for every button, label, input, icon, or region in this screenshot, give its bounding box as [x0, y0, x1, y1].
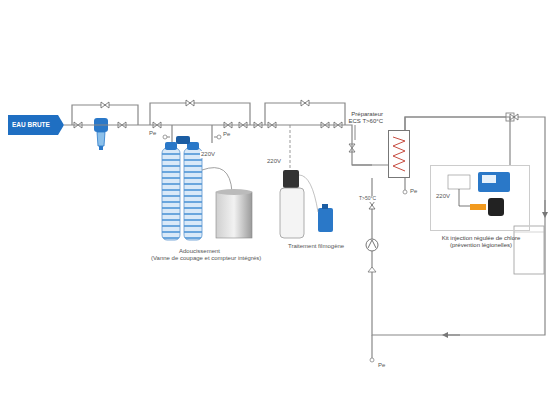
annotation-label: 220V	[266, 158, 282, 165]
valve-symbol	[186, 100, 194, 106]
annotation-label: Traitement filmogène	[287, 243, 345, 250]
annotation-label: Pe	[148, 130, 157, 137]
pipe-connector	[405, 117, 510, 165]
annotation-label: 220V	[200, 151, 216, 158]
annotation-label: (Vanne de coupage et compteur intégrés)	[150, 255, 262, 262]
annotation-label: Pe	[222, 131, 231, 138]
node-label: Kit injection régulée de chlore (prévent…	[427, 235, 535, 249]
node-label: EAU BRUTE	[12, 115, 50, 135]
valve-symbol	[101, 102, 109, 108]
annotation-label: Pe	[409, 188, 418, 195]
annotation-label: T>50°C	[358, 196, 377, 202]
pipe-connector	[64, 125, 388, 165]
valve-symbol	[369, 201, 375, 209]
valve-symbol	[301, 100, 309, 106]
source-arrow-box: EAU BRUTE	[8, 115, 64, 135]
heater-box: Préparateur ECS T>60°C	[388, 130, 410, 178]
valve-symbol	[510, 114, 518, 120]
annotation-label: Pe	[377, 362, 386, 369]
node-label: Préparateur ECS T>60°C	[339, 111, 383, 125]
annotation-label: Adoucissement	[178, 248, 221, 255]
annotation-label: 220V	[435, 193, 451, 200]
